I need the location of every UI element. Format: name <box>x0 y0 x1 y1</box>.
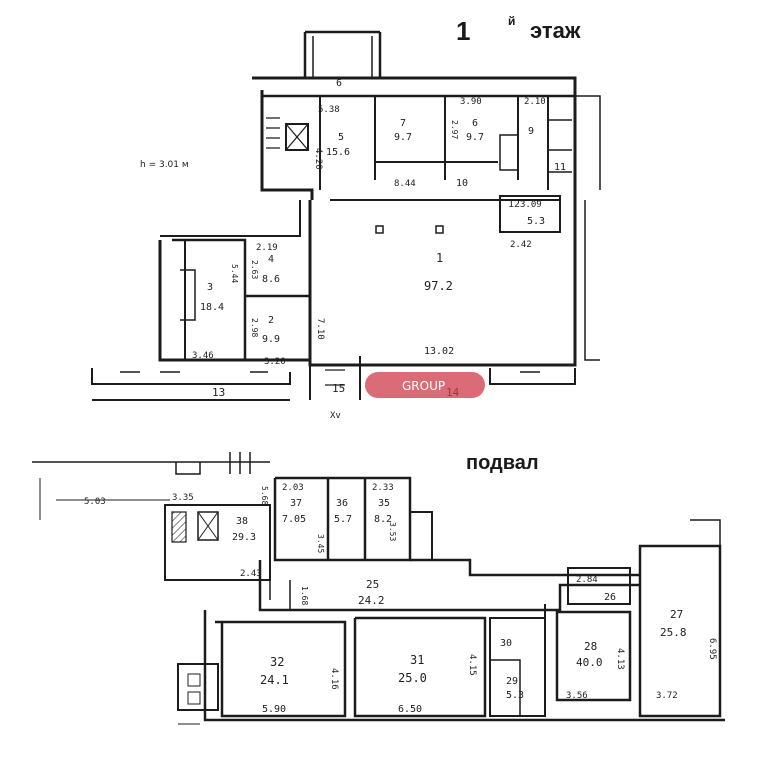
dim-label: 5.38 <box>318 105 340 115</box>
dim-label: 7.10 <box>315 318 325 340</box>
dim-label: 1.68 <box>300 586 309 605</box>
dim-label: 3.45 <box>316 534 325 553</box>
dim-label: 2.98 <box>250 318 259 337</box>
room-number: 13 <box>212 386 225 399</box>
room-area: 18.4 <box>200 302 224 313</box>
dim-label: 8.44 <box>394 179 416 189</box>
floor1-dimensions: 5.38 3.90 2.10 8.44 3.09 2.42 13.02 3.46… <box>192 97 546 367</box>
room-number: 6 <box>336 78 342 89</box>
room-number: 27 <box>670 608 683 621</box>
room-area: 7.05 <box>282 514 306 525</box>
room-number: 25 <box>366 578 379 591</box>
dim-label: 3.53 <box>388 522 397 541</box>
watermark-text: GROUP <box>402 379 445 393</box>
floor1-room-labels: 1 97.2 2 9.9 3 18.4 4 8.6 5 15.6 6 9.7 7… <box>200 78 566 421</box>
dim-label: 4.20 <box>313 148 323 170</box>
room-area: 25.8 <box>660 626 687 639</box>
dim-label: 2.84 <box>576 575 598 585</box>
room-number: 32 <box>270 655 284 669</box>
room-number: 12 <box>508 199 520 210</box>
room-number: 38 <box>236 516 248 527</box>
room-area: 24.1 <box>260 673 289 687</box>
room-number: 4 <box>268 254 274 265</box>
room-number: 3 <box>207 282 213 293</box>
dim-label: 2.42 <box>510 240 532 250</box>
room-area: 5.3 <box>527 216 545 227</box>
room-number: 29 <box>506 676 518 687</box>
room-area: 15.6 <box>326 147 350 158</box>
floor1-number: 1 <box>456 16 471 46</box>
dim-label: 6.50 <box>398 704 422 715</box>
room-number: 31 <box>410 653 424 667</box>
room-number: 28 <box>584 640 597 653</box>
watermark: GROUP <box>365 372 485 398</box>
room-number: 1 <box>436 251 443 265</box>
floor1-plan <box>91 30 601 401</box>
room-number: 36 <box>336 498 348 509</box>
room-number: 30 <box>500 638 512 649</box>
dim-label: 2.19 <box>256 243 278 253</box>
floor1-note: й <box>508 14 516 28</box>
floor1-label: этаж <box>530 18 581 43</box>
dim-label: 2.97 <box>450 120 459 139</box>
axis-mark: Xv <box>330 411 341 421</box>
basement-label: подвал <box>466 452 539 474</box>
basement-plan <box>32 452 725 725</box>
basement-dimensions: 5.03 3.35 5.68 2.03 2.33 2.43 1.68 2.84 … <box>84 483 717 715</box>
room-number: 26 <box>604 592 616 603</box>
room-number: 10 <box>456 178 468 189</box>
dim-label: 2.63 <box>250 260 259 279</box>
room-area: 8.2 <box>374 514 392 525</box>
room-number: 15 <box>332 382 345 395</box>
room-number: 37 <box>290 498 302 509</box>
room-area: 24.2 <box>358 594 385 607</box>
room-number: 6 <box>472 118 478 129</box>
dim-label: 5.44 <box>230 264 239 283</box>
dim-label: 2.03 <box>282 483 304 493</box>
dim-label: 2.33 <box>372 483 394 493</box>
dim-label: 4.16 <box>329 668 339 690</box>
dim-label: 3.46 <box>192 351 214 361</box>
room-area: 9.9 <box>262 334 280 345</box>
room-area: 9.7 <box>394 132 412 143</box>
room-area: 25.0 <box>398 671 427 685</box>
dim-label: 3.09 <box>520 200 542 210</box>
basement-room-labels: 25 24.2 26 27 25.8 28 40.0 29 5.3 30 31 … <box>232 498 687 701</box>
dim-label: 6.95 <box>707 638 717 660</box>
dim-label: 3.72 <box>656 691 678 701</box>
room-number: 7 <box>400 118 406 129</box>
dim-label: 2.43 <box>240 569 262 579</box>
dim-label: 2.10 <box>524 97 546 107</box>
room-area: 40.0 <box>576 656 603 669</box>
dim-label: 13.02 <box>424 346 454 357</box>
height-note: h = 3.01 м <box>140 160 189 170</box>
room-number: 2 <box>268 315 274 326</box>
room-area: 5.3 <box>506 690 524 701</box>
dim-label: 3.90 <box>460 97 482 107</box>
room-area: 97.2 <box>424 279 453 293</box>
room-number: 9 <box>528 126 534 137</box>
dim-label: 3.56 <box>566 691 588 701</box>
room-area: 9.7 <box>466 132 484 143</box>
room-area: 8.6 <box>262 274 280 285</box>
room-number: 35 <box>378 498 390 509</box>
room-number: 5 <box>338 132 344 143</box>
dim-label: 5.68 <box>260 486 269 505</box>
dim-label: 5.03 <box>84 497 106 507</box>
room-area: 5.7 <box>334 514 352 525</box>
dim-label: 4.15 <box>467 654 477 676</box>
dim-label: 3.35 <box>172 493 194 503</box>
dim-label: 4.13 <box>615 648 625 670</box>
room-number: 11 <box>554 162 566 173</box>
dim-label: 5.90 <box>262 704 286 715</box>
dim-label: 3.20 <box>264 357 286 367</box>
room-area: 29.3 <box>232 532 256 543</box>
